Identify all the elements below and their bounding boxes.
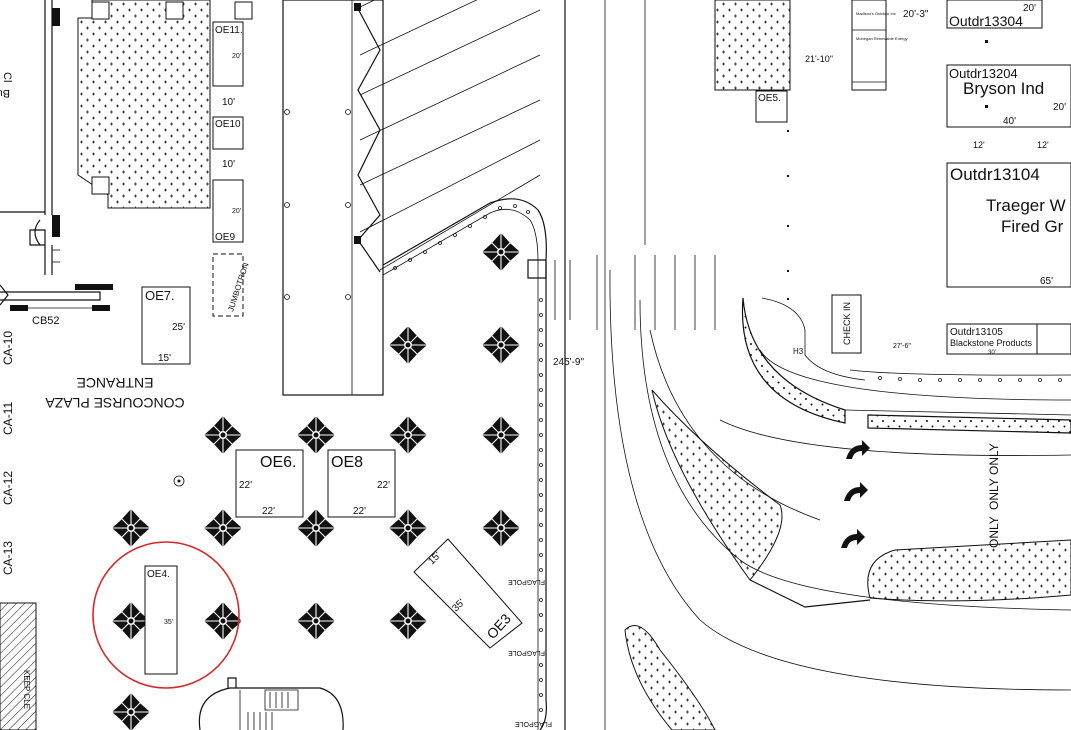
marker-circle	[173, 475, 185, 487]
booth-oe9[interactable]	[212, 179, 244, 243]
booth-outdr13104[interactable]	[946, 162, 1071, 288]
curb-dots	[539, 298, 543, 712]
booth-oe5-label: OE5.	[758, 93, 781, 104]
flagpole-label-3: FLAGPOLE	[515, 720, 552, 727]
building-edge	[0, 0, 113, 311]
keep-clear-label: KEEP CLE	[22, 670, 31, 709]
madisons-label: Madison's Outdoor Inc	[856, 11, 896, 16]
cut-label-cl: Cl	[1, 72, 13, 82]
booth-oe4-label: OE4.	[147, 569, 170, 580]
triangle-island	[651, 389, 783, 581]
dim-21-10: 21'-10"	[805, 54, 833, 64]
booth-oe3-outline	[413, 538, 523, 649]
outdr13204-dim-bottom: 40'	[1003, 116, 1016, 127]
outdr13105-dim: 30'	[988, 350, 996, 356]
booth-oe11-dim: 20'	[232, 53, 241, 60]
booth-oe11-label: OE11.	[215, 25, 243, 36]
ca-12-label: CA-12	[1, 471, 15, 505]
bottom-island	[624, 625, 716, 730]
flagpole-label-2: FLAGPOLE	[508, 649, 545, 656]
concourse-plaza-text: CONCOURSE PLAZA	[45, 395, 185, 411]
booth-oe4-dim: 35'	[164, 619, 173, 626]
blackstone-label: Blackstone Products	[950, 338, 1033, 348]
flagpole-label-1: FLAGPOLE	[508, 578, 545, 585]
right-island	[867, 539, 1071, 602]
outdr13104-label: Outdr13104	[950, 165, 1040, 184]
booth-oe7-width: 25'	[172, 322, 185, 333]
booth-oe6-side: 22'	[239, 480, 252, 491]
dim-12a: 12'	[973, 140, 985, 150]
booth-oe7-label: OE7.	[145, 288, 175, 303]
booth-oe7-height: 15'	[158, 353, 171, 364]
jumbotron	[212, 253, 244, 317]
ca-13-label: CA-13	[1, 541, 15, 575]
gap-dim-1: 10'	[222, 97, 235, 108]
road-dimension: 245'-9"	[553, 357, 584, 368]
ca-10-label: CA-10	[1, 331, 15, 365]
booth-oe9-label: OE9	[215, 232, 235, 243]
booth-oe5[interactable]	[755, 90, 788, 123]
marker-dots-right	[787, 130, 789, 300]
plaza-planter	[77, 0, 253, 209]
booth-outdr13204[interactable]	[946, 64, 1071, 128]
outdr13304-dim: 20'	[1023, 3, 1036, 14]
planter-top	[714, 0, 791, 91]
stair-structure	[198, 677, 344, 730]
curb-strip-right	[867, 414, 1071, 434]
hatched-structure	[0, 602, 37, 730]
jumbotron-label: JUMBOTRON	[226, 261, 250, 312]
ca-11-label: CA-11	[1, 402, 15, 435]
bryson-label: Bryson Ind	[963, 79, 1044, 98]
booth-oe8-side: 22'	[377, 480, 390, 491]
cut-label-bu: Bu	[0, 87, 10, 99]
booth-oe6[interactable]	[235, 449, 304, 518]
booth-outdr13304[interactable]	[946, 0, 1043, 29]
entrance-text: ENTRANCE	[76, 375, 153, 391]
dim-27-6: 27'-6"	[893, 343, 911, 350]
booth-oe8-bottom: 22'	[353, 506, 366, 517]
vendor-column	[851, 0, 887, 91]
long-structure	[282, 0, 541, 396]
cb52-label: CB52	[32, 315, 60, 327]
booth-oe6-bottom: 22'	[262, 506, 275, 517]
booth-oe9-dim: 20'	[232, 208, 241, 215]
curved-planter-top	[741, 297, 846, 424]
only-label-2: ONLY	[987, 478, 1001, 510]
dim-12b: 12'	[1037, 140, 1049, 150]
booth-oe4[interactable]	[144, 565, 178, 675]
outdr13204-dim-side: 20'	[1053, 102, 1066, 113]
booth-oe8[interactable]	[327, 449, 396, 518]
dim-20-3: 20'-3"	[903, 9, 929, 20]
booth-oe10-label: OE10	[215, 119, 241, 130]
booth-oe10[interactable]	[212, 116, 244, 150]
highlight-circle	[92, 541, 240, 689]
outdr13304-label: Outdr13304	[949, 13, 1023, 29]
mohegan-label: Mohegan Renewable Energy	[856, 36, 908, 41]
gap-dim-2: 10'	[222, 159, 235, 170]
outdr13104-dim: 65'	[1040, 276, 1053, 287]
outdr13204-label: Outdr13204	[949, 66, 1018, 81]
booth-oe8-label: OE8	[331, 454, 363, 471]
booth-oe6-label: OE6.	[260, 454, 296, 471]
only-label-3: ONLY	[987, 516, 1001, 548]
check-in-label: CHECK IN	[842, 302, 852, 345]
traeger-label-1: Traeger W	[986, 196, 1066, 215]
booth-oe11[interactable]	[212, 21, 244, 87]
check-in-booth[interactable]	[831, 294, 862, 354]
traeger-label-2: Fired Gr	[1001, 217, 1064, 236]
direction-arrows	[841, 440, 870, 548]
curb-dots-right	[878, 376, 1062, 382]
booth-oe7[interactable]	[141, 286, 191, 365]
only-label-1: ONLY	[987, 443, 1001, 475]
h3-label: H3	[793, 347, 804, 356]
outdr13105-label: Outdr13105	[950, 327, 1003, 338]
